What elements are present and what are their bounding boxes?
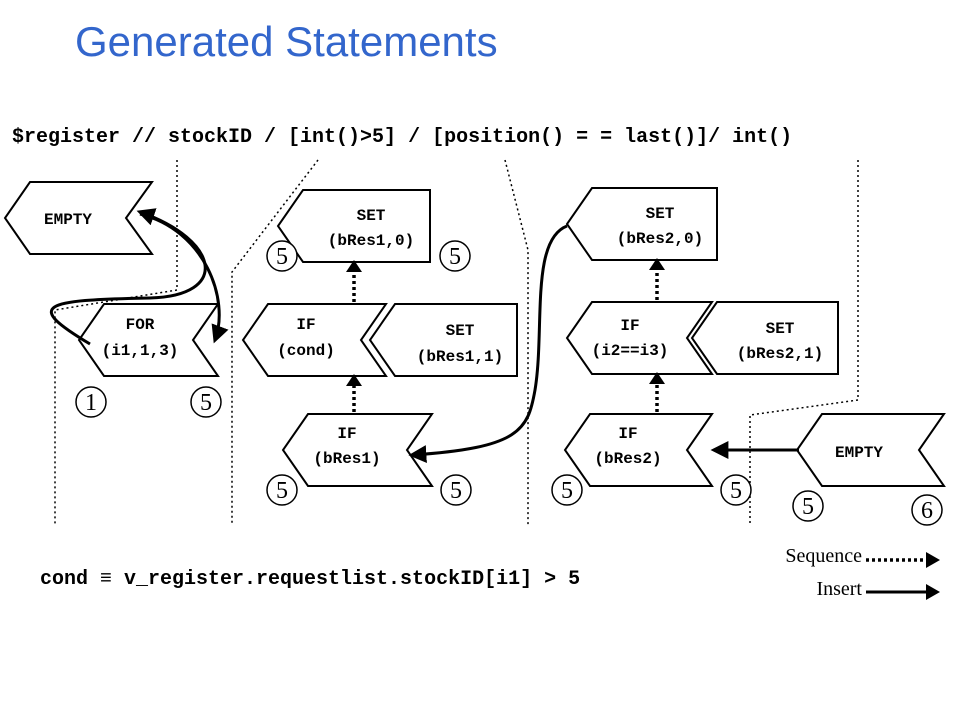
badge-set1-right: 5 (439, 240, 471, 272)
node-empty-1-label: EMPTY (44, 211, 92, 229)
xpath-expression: $register // stockID / [int()>5] / [posi… (12, 126, 793, 149)
svg-text:1: 1 (85, 390, 97, 416)
sequence-arrowhead-bres2 (649, 258, 665, 270)
badge-for-left: 1 (75, 386, 107, 418)
legend-insert-arrowhead (926, 584, 940, 600)
node-set-bres1-1-line-2: (bRes1,1) (417, 348, 503, 366)
svg-text:5: 5 (449, 244, 461, 270)
svg-text:6: 6 (921, 498, 933, 524)
node-set-bres1-1-line-1: SET (446, 322, 475, 340)
insert-arrow-set-to-if-bres1 (408, 224, 568, 464)
region-boundary-2 (231, 159, 319, 525)
cond-definition: cond ≡ v_register.requestlist.stockID[i1… (40, 568, 581, 591)
node-if-i2-i3-line-2: (i2==i3) (592, 342, 669, 360)
badge-empty2-right: 6 (911, 494, 943, 526)
badge-ifb2-left: 5 (551, 474, 583, 506)
insert-arrow-for-to-empty (49, 208, 207, 346)
legend-insert-label: Insert (816, 578, 862, 600)
node-set-bres1-0-line-2: (bRes1,0) (328, 232, 414, 250)
node-set-bres2-1-line-1: SET (766, 320, 795, 338)
node-set-bres2-0: SET (bRes2,0) (565, 187, 718, 261)
node-if-bres2: IF (bRes2) (563, 413, 714, 487)
node-set-bres1-0-line-1: SET (357, 207, 386, 225)
badge-for-right: 5 (190, 386, 222, 418)
svg-text:5: 5 (730, 478, 742, 504)
node-if-bres2-line-2: (bRes2) (594, 450, 661, 468)
sequence-arrowhead-i2i3 (649, 372, 665, 384)
node-if-cond-line-1: IF (296, 316, 315, 334)
node-set-bres2-1-line-2: (bRes2,1) (737, 345, 823, 363)
node-if-bres1-line-1: IF (337, 425, 356, 443)
node-if-bres2-line-1: IF (618, 425, 637, 443)
badge-ifb1-left: 5 (266, 474, 298, 506)
node-set-bres2-0-line-2: (bRes2,0) (617, 230, 703, 248)
node-for: FOR (i1,1,3) (77, 303, 220, 377)
node-set-bres2-0-line-1: SET (646, 205, 675, 223)
node-for-line-1: FOR (126, 316, 155, 334)
node-set-bres1-0: SET (bRes1,0) (276, 189, 431, 263)
badge-ifb2-right: 5 (720, 474, 752, 506)
svg-text:5: 5 (276, 244, 288, 270)
node-empty-2-label: EMPTY (835, 444, 883, 462)
badge-set1-left: 5 (266, 240, 298, 272)
node-set-bres2-1: SET (bRes2,1) (690, 301, 839, 375)
legend-sequence-arrowhead (926, 552, 940, 568)
node-empty-2: EMPTY (795, 413, 946, 487)
sequence-arrowhead-cond (346, 374, 362, 386)
node-if-i2-i3-line-1: IF (620, 317, 639, 335)
node-set-bres1-1: SET (bRes1,1) (368, 303, 518, 377)
svg-text:5: 5 (561, 478, 573, 504)
svg-text:5: 5 (276, 478, 288, 504)
sequence-arrowhead-bres1 (346, 260, 362, 272)
svg-text:5: 5 (450, 478, 462, 504)
region-boundary-3 (504, 159, 529, 525)
node-if-bres1-line-2: (bRes1) (313, 450, 380, 468)
legend-sequence-label: Sequence (785, 545, 862, 567)
node-for-line-2: (i1,1,3) (102, 342, 179, 360)
svg-text:5: 5 (802, 494, 814, 520)
insert-arrow-empty-to-for (139, 212, 229, 344)
node-if-cond-line-2: (cond) (277, 342, 335, 360)
node-if-cond: IF (cond) (241, 303, 388, 377)
badge-ifb1-right: 5 (440, 474, 472, 506)
node-empty-1: EMPTY (3, 181, 154, 255)
badge-empty2-left: 5 (792, 490, 824, 522)
svg-text:5: 5 (200, 390, 212, 416)
page-title: Generated Statements (75, 18, 498, 65)
node-if-i2-i3: IF (i2==i3) (565, 301, 714, 375)
node-if-bres1: IF (bRes1) (281, 413, 434, 487)
region-boundary-4 (749, 160, 859, 525)
